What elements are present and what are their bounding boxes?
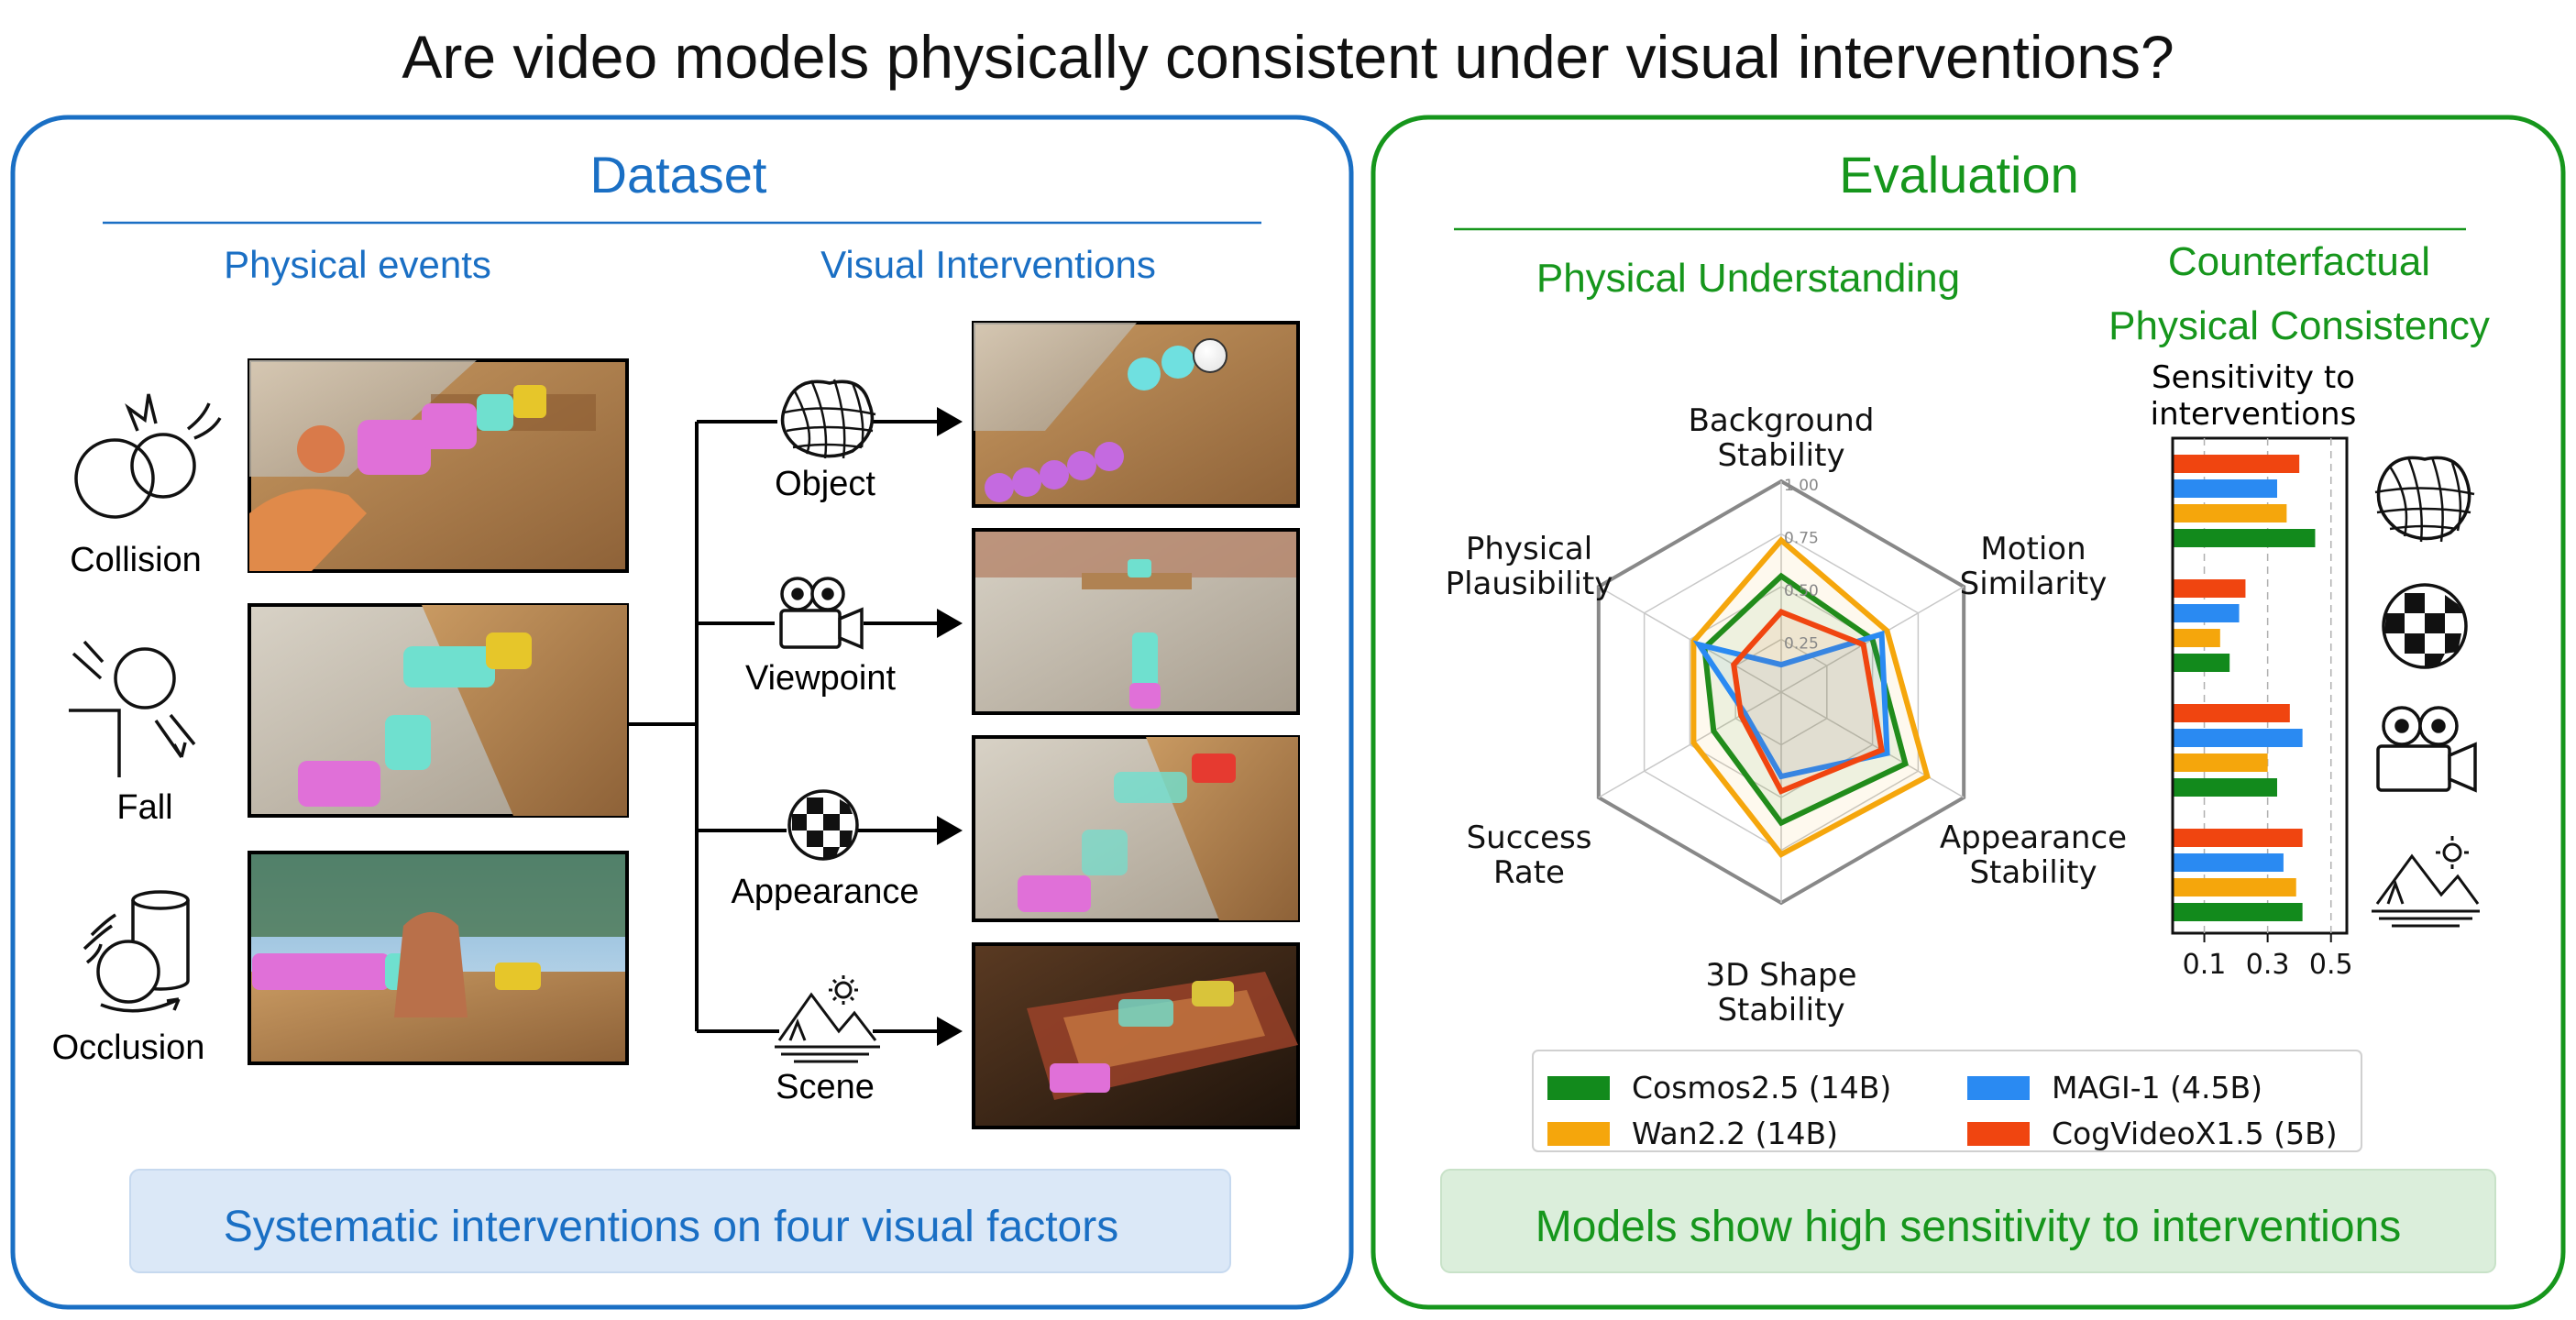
event-label-occlusion: Occlusion xyxy=(52,1028,205,1067)
radar-series-wan22 xyxy=(1690,536,1931,858)
legend-swatch xyxy=(1547,1122,1610,1146)
radar-axis-label: Stability xyxy=(1717,992,1844,1028)
sensitivity-title-line-2: interventions xyxy=(2151,396,2357,433)
legend-swatch xyxy=(1967,1076,2030,1100)
radar-axis-label: Stability xyxy=(1717,437,1844,474)
bar-scene xyxy=(2174,829,2303,847)
event-frame-collision xyxy=(248,358,629,573)
intervention-label-appearance: Appearance xyxy=(732,873,919,911)
bar-appearance xyxy=(2174,579,2246,598)
figure-title: Are video models physically consistent u… xyxy=(402,23,2174,91)
evaluation-summary-text: Models show high sensitivity to interven… xyxy=(1536,1203,2401,1251)
event-label-fall: Fall xyxy=(116,788,172,827)
chart-legend: Cosmos2.5 (14B) MAGI-1 (4.5B) Wan2.2 (14B)… xyxy=(1532,1050,2362,1152)
dataset-heading: Dataset xyxy=(590,146,767,204)
visual-interventions-label: Visual Interventions xyxy=(820,243,1156,286)
legend-label: Wan2.2 (14B) xyxy=(1632,1116,1838,1151)
radar-axis-label: Stability xyxy=(1969,854,2097,891)
bar-object xyxy=(2174,455,2300,473)
collision-icon xyxy=(74,393,222,519)
intervention-label-viewpoint: Viewpoint xyxy=(745,659,897,698)
physical-understanding-label: Physical Understanding xyxy=(1536,256,1960,301)
dataset-summary-box xyxy=(129,1169,1231,1273)
radar-series-magi1 xyxy=(1692,630,1890,780)
evaluation-panel-border xyxy=(1371,115,2566,1310)
radar-axis-label: Success xyxy=(1467,820,1592,856)
legend-label: Cosmos2.5 (14B) xyxy=(1632,1070,1891,1106)
radar-tick-label: 0.75 xyxy=(1784,530,1819,548)
radar-axis-label: Appearance xyxy=(1940,820,2127,856)
evaluation-panel: Evaluation Physical Understanding Counte… xyxy=(1371,115,2566,1310)
radar-axis-label: Background xyxy=(1689,402,1875,439)
event-label-collision: Collision xyxy=(70,541,202,579)
intervention-frame-object xyxy=(972,321,1300,508)
legend-swatch xyxy=(1967,1122,2030,1146)
sensitivity-bar-chart: 0.1 0.3 0.5 xyxy=(2171,436,2353,981)
radar-axis-label: 3D Shape xyxy=(1705,957,1856,994)
radar-spoke xyxy=(1598,691,1782,798)
sensitivity-title-line-1: Sensitivity to xyxy=(2152,359,2355,396)
bar-scene xyxy=(2174,903,2303,921)
bar-icon-viewpoint xyxy=(2376,706,2477,793)
bar-object xyxy=(2174,479,2277,498)
bar-viewpoint xyxy=(2174,704,2290,722)
bar-appearance xyxy=(2174,629,2220,647)
bar-object xyxy=(2174,529,2316,547)
bar-icon-appearance xyxy=(2382,583,2468,669)
evaluation-summary-box xyxy=(1440,1169,2496,1273)
bar-icon-object xyxy=(2374,456,2475,543)
radar-tick-label: 1.00 xyxy=(1784,477,1819,495)
checker-sphere-icon xyxy=(787,789,859,861)
intervention-connectors xyxy=(627,407,963,1046)
bar-appearance xyxy=(2174,604,2240,622)
radar-axis-label: Plausibility xyxy=(1446,566,1613,602)
landscape-icon xyxy=(775,975,880,1063)
radar-spoke xyxy=(1598,586,1782,693)
intervention-label-scene: Scene xyxy=(776,1068,875,1106)
legend-swatch xyxy=(1547,1076,1610,1100)
bar-scene xyxy=(2174,853,2284,872)
radar-axis-label: Physical xyxy=(1466,531,1592,567)
radar-tick-label: 0.25 xyxy=(1784,635,1819,654)
legend-box xyxy=(1532,1050,2362,1152)
intervention-label-object: Object xyxy=(775,465,875,503)
bar-viewpoint xyxy=(2174,754,2268,772)
dataset-panel-border xyxy=(10,115,1354,1310)
bar-scene xyxy=(2174,878,2296,896)
physical-events-label: Physical events xyxy=(224,243,491,286)
evaluation-heading: Evaluation xyxy=(1839,146,2079,204)
legend-label: MAGI-1 (4.5B) xyxy=(2052,1070,2262,1106)
radar-axis-label: Motion xyxy=(1980,531,2086,567)
radar-tick-label: 0.50 xyxy=(1784,582,1819,600)
object-mesh-icon xyxy=(780,379,876,459)
counterfactual-label: Counterfactual xyxy=(2168,239,2430,284)
bar-x-tick-label: 0.3 xyxy=(2246,949,2290,981)
occlusion-icon xyxy=(83,890,190,1013)
event-frame-occlusion xyxy=(248,851,629,1065)
dataset-summary-text: Systematic interventions on four visual … xyxy=(224,1203,1118,1251)
radar-axis-label: Similarity xyxy=(1960,566,2108,602)
bar-viewpoint xyxy=(2174,778,2277,797)
legend-label: CogVideoX1.5 (5B) xyxy=(2052,1116,2338,1151)
bar-viewpoint xyxy=(2174,729,2303,747)
camera-icon xyxy=(779,577,864,650)
intervention-frame-viewpoint xyxy=(972,528,1300,715)
bar-object xyxy=(2174,504,2287,522)
bar-icon-scene xyxy=(2372,836,2480,928)
bar-x-tick-label: 0.5 xyxy=(2309,949,2353,981)
fall-icon xyxy=(69,640,196,777)
bar-appearance xyxy=(2174,654,2230,672)
intervention-frame-appearance xyxy=(972,735,1300,922)
radar-chart: 1.000.750.500.25BackgroundStabilityMotio… xyxy=(1446,402,2128,1028)
physical-consistency-label: Physical Consistency xyxy=(2108,303,2490,348)
event-frame-fall xyxy=(248,603,629,818)
radar-series-cogvideox15 xyxy=(1731,609,1885,795)
intervention-frame-scene xyxy=(972,942,1300,1129)
radar-axis-label: Rate xyxy=(1493,854,1565,891)
radar-spoke xyxy=(1780,691,1965,798)
bar-x-tick-label: 0.1 xyxy=(2183,949,2227,981)
dataset-panel: Dataset Physical events Visual Intervent… xyxy=(10,115,1354,1310)
